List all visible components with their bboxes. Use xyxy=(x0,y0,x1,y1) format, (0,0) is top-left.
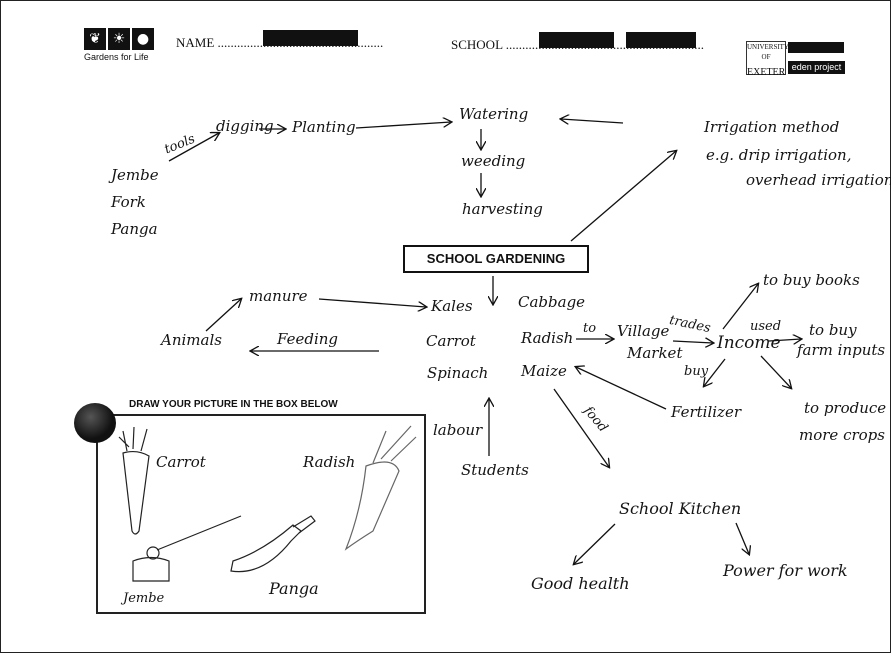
water-drop-icon: ● xyxy=(132,28,154,50)
label-spinach: Spinach xyxy=(427,364,489,382)
exeter-text: EXETER xyxy=(747,67,786,78)
label-kales: Kales xyxy=(431,297,473,315)
label-buy: buy xyxy=(684,364,709,379)
arrow-irrigation-watering xyxy=(561,119,624,123)
arrow-manure-kales xyxy=(318,298,426,307)
carrot-sketch xyxy=(122,450,150,535)
label-weeding: weeding xyxy=(461,152,526,170)
drawing-label-panga: Panga xyxy=(269,579,319,598)
label-power-for-work: Power for work xyxy=(723,561,848,580)
drawing-label-radish: Radish xyxy=(303,453,356,471)
arrow-income-produce xyxy=(760,355,791,388)
leaf-icon: ❦ xyxy=(84,28,106,50)
arrow-maize-kitchen xyxy=(553,388,609,467)
label-farm-inputs: farm inputs xyxy=(797,341,886,359)
label-fork: Fork xyxy=(111,193,146,211)
label-to: to xyxy=(583,321,597,336)
name-redaction xyxy=(263,30,358,46)
label-used: used xyxy=(750,319,782,334)
label-watering: Watering xyxy=(459,105,529,123)
label-more-crops: more crops xyxy=(799,426,885,444)
panga-handle xyxy=(292,515,316,534)
label-irrigation-method: Irrigation method xyxy=(704,118,840,136)
label-planting: Planting xyxy=(292,118,356,136)
label-manure: manure xyxy=(249,287,308,305)
label-feeding: Feeding xyxy=(277,330,339,348)
label-good-health: Good health xyxy=(531,574,630,593)
drawing-label-jembe: Jembe xyxy=(123,591,165,606)
label-income: Income xyxy=(717,333,781,353)
label-panga: Panga xyxy=(111,220,158,238)
jembe-ring xyxy=(146,546,160,560)
label-labour: labour xyxy=(433,421,483,439)
label-to-produce: to produce xyxy=(804,399,887,417)
eden-project-logo: eden project xyxy=(788,61,845,74)
arrow-tools-digging xyxy=(168,133,219,162)
exeter-small-text: UNIVERSITY OF xyxy=(747,43,789,61)
arrow-gardening-irrigation xyxy=(570,151,676,242)
label-jembe: Jembe xyxy=(111,166,159,184)
ball-icon xyxy=(74,403,116,443)
carrot-leaves xyxy=(118,426,148,452)
drawing-box xyxy=(96,414,426,614)
radish-sketch xyxy=(344,461,400,551)
label-overhead-irrigation: overhead irrigation xyxy=(746,171,891,189)
label-fertilizer: Fertilizer xyxy=(671,403,742,421)
arrow-market-income xyxy=(672,341,713,343)
draw-box-title: DRAW YOUR PICTURE IN THE BOX BELOW xyxy=(129,399,338,410)
label-maize: Maize xyxy=(521,362,567,380)
sun-icon: ☀ xyxy=(108,28,130,50)
label-radish: Radish xyxy=(521,329,574,347)
arrow-kitchen-health xyxy=(574,523,616,564)
drawing-label-carrot: Carrot xyxy=(156,453,206,471)
label-to-buy: to buy xyxy=(809,321,857,339)
label-to-buy-books: to buy books xyxy=(763,271,860,289)
arrow-fertilizer-maize xyxy=(576,367,667,410)
label-students: Students xyxy=(461,461,529,479)
arrow-planting-watering xyxy=(355,122,451,129)
arrow-income-books xyxy=(722,284,758,330)
label-carrot: Carrot xyxy=(426,332,476,350)
jembe-sketch xyxy=(132,556,170,582)
label-cabbage: Cabbage xyxy=(518,293,586,311)
label-harvesting: harvesting xyxy=(462,200,543,218)
exeter-logo: UNIVERSITY OF EXETER xyxy=(746,41,789,78)
arrow-income-fertilizer xyxy=(704,358,726,386)
label-drip-irrigation: e.g. drip irrigation, xyxy=(706,146,852,164)
gardens-for-life-logo: ❦ ☀ ● Gardens for Life xyxy=(84,28,168,66)
school-gardening-title: SCHOOL GARDENING xyxy=(403,245,589,273)
arrow-kitchen-power xyxy=(735,522,749,554)
eden-redaction xyxy=(788,42,844,53)
panga-sketch xyxy=(230,524,302,573)
school-redaction-1 xyxy=(539,32,614,48)
label-animals: Animals xyxy=(161,331,222,349)
label-market: Market xyxy=(627,344,683,362)
school-redaction-2 xyxy=(626,32,696,48)
label-village: Village xyxy=(617,322,670,340)
jembe-handle xyxy=(156,515,242,551)
radish-leaves xyxy=(372,425,417,464)
label-school-kitchen: School Kitchen xyxy=(619,499,742,518)
arrow-animals-manure xyxy=(205,299,241,332)
label-digging: digging xyxy=(216,117,274,135)
arrow-income-farm xyxy=(768,339,801,341)
logo-text: Gardens for Life xyxy=(84,52,149,62)
